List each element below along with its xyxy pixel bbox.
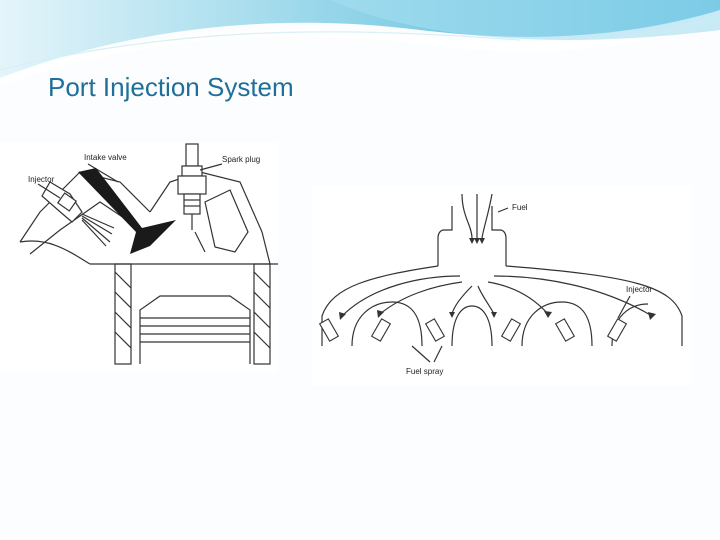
header-wave-decoration <box>0 0 720 86</box>
label-injector-right: Injector <box>626 285 653 294</box>
label-fuel: Fuel <box>512 203 528 212</box>
label-fuel-spray: Fuel spray <box>406 367 443 376</box>
label-injector-left: Injector <box>28 175 55 184</box>
cylinder-head-diagram-icon: Intake valve Injector Spark plug <box>0 142 278 372</box>
label-spark-plug: Spark plug <box>222 155 260 164</box>
label-intake-valve: Intake valve <box>84 153 127 162</box>
slide-title: Port Injection System <box>48 72 294 102</box>
intake-manifold-diagram-icon: Fuel Injector Fuel spray <box>312 186 692 386</box>
